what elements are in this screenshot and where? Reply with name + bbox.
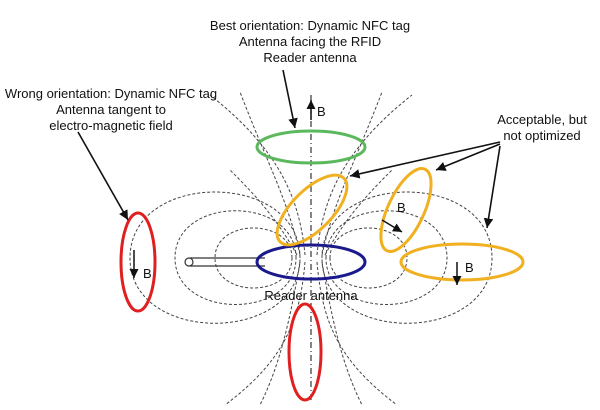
acceptable-line1: Acceptable, but xyxy=(497,112,587,127)
wrong-tag-antenna-left xyxy=(119,211,157,313)
pointer-arrows xyxy=(77,69,501,229)
b-symbol-top: B xyxy=(317,104,326,119)
best-tag-antenna xyxy=(255,129,367,165)
reader-antenna xyxy=(184,243,367,281)
wrong-orientation-line2: Antenna tangent to xyxy=(56,102,166,117)
wrong-orientation-line1: Wrong orientation: Dynamic NFC tag xyxy=(4,86,218,101)
b-symbol-left: B xyxy=(143,266,152,281)
acceptable-tag-antenna-2 xyxy=(379,167,433,253)
acceptable-tag-antenna-1 xyxy=(275,173,349,247)
b-symbol-mid-right: B xyxy=(397,200,406,215)
field-arrows xyxy=(129,100,462,285)
acceptable-line2: not optimized xyxy=(503,128,581,143)
best-orientation-line1: Best orientation: Dynamic NFC tag xyxy=(209,18,411,33)
best-orientation-line3: Reader antenna xyxy=(263,50,357,65)
best-orientation-caption: Best orientation: Dynamic NFC tag Antenn… xyxy=(180,18,440,66)
wrong-tag-antenna-bottom xyxy=(287,302,323,402)
b-symbol-right: B xyxy=(465,260,474,275)
acceptable-caption: Acceptable, but not optimized xyxy=(486,112,598,144)
field-lines xyxy=(129,91,493,406)
wrong-orientation-caption: Wrong orientation: Dynamic NFC tag Anten… xyxy=(0,86,222,134)
acceptable-tag-antenna-3 xyxy=(399,242,525,282)
best-orientation-line2: Antenna facing the RFID xyxy=(238,34,382,49)
reader-antenna-label: Reader antenna xyxy=(264,288,358,303)
wrong-orientation-line3: electro-magnetic field xyxy=(49,118,173,133)
